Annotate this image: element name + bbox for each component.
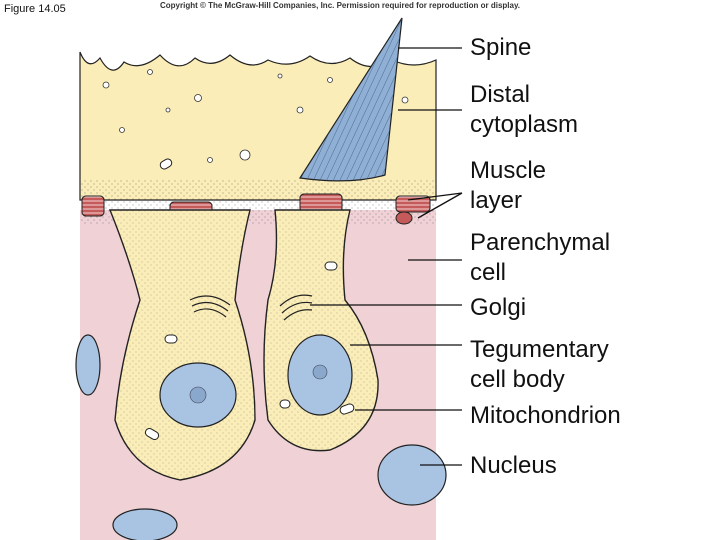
label-cell: cell bbox=[470, 258, 506, 288]
label-cell-body: cell body bbox=[470, 365, 565, 395]
label-spine: Spine bbox=[470, 33, 531, 63]
label-nucleus: Nucleus bbox=[470, 451, 557, 481]
label-parenchymal: Parenchymal bbox=[470, 228, 610, 258]
label-golgi: Golgi bbox=[470, 293, 526, 323]
label-muscle: Muscle bbox=[470, 156, 546, 186]
label-tegumentary: Tegumentary bbox=[470, 335, 609, 365]
label-mitochondrion: Mitochondrion bbox=[470, 401, 621, 431]
label-cytoplasm: cytoplasm bbox=[470, 110, 578, 140]
label-distal: Distal bbox=[470, 80, 530, 110]
label-layer: layer bbox=[470, 186, 522, 216]
